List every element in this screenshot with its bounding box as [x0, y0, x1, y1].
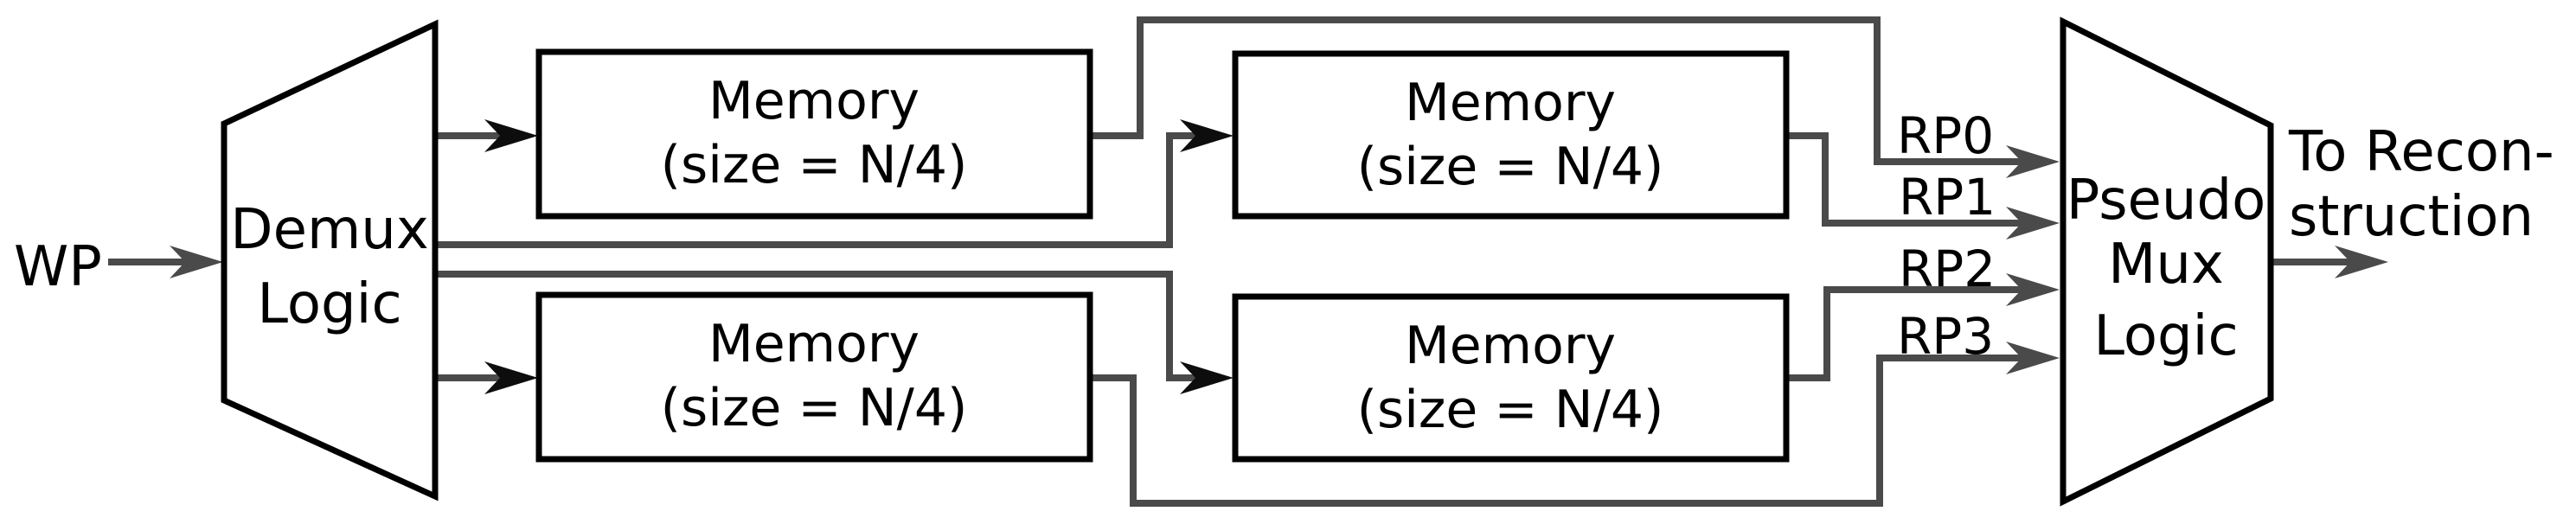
rp1-label: RP1 [1899, 168, 1996, 227]
memory-3-label-line-1: (size = N/4) [1357, 380, 1664, 440]
memory-1-label-line-0: Memory [1405, 73, 1616, 133]
wire-rp1 [1785, 132, 2030, 227]
wire-rp2 [1785, 286, 2030, 381]
wire-demux-out-0-arrowhead-icon [484, 119, 538, 152]
rp0-label: RP0 [1897, 106, 1994, 165]
memory-box-top-right [1232, 50, 1790, 220]
memory-2-label-line-1: (size = N/4) [661, 378, 968, 438]
mux-label-line-0: Pseudo [2067, 169, 2266, 233]
rp3-label: RP3 [1897, 307, 1994, 366]
memory-3-label-line-0: Memory [1405, 316, 1616, 376]
wire-rp3-arrowhead-icon [2006, 342, 2060, 374]
wire-rp1-arrowhead-icon [2006, 207, 2060, 240]
memory-box-top-left [535, 48, 1093, 220]
memory-0-label-line-0: Memory [708, 71, 920, 131]
demux-shape [221, 19, 439, 502]
mux-label-line-2: Logic [2093, 304, 2238, 368]
output-label-line-0: To Recon- [2288, 120, 2554, 184]
demux-label-line-1: Logic [257, 272, 401, 336]
memory-2-label-line-0: Memory [708, 314, 920, 374]
memory-box-bottom-left [535, 291, 1093, 463]
output-label-line-1: struction [2289, 185, 2534, 249]
wire-rp0-arrowhead-icon [2006, 145, 2060, 178]
memory-box-bottom-right [1232, 293, 1790, 463]
demux-label-line-0: Demux [230, 198, 428, 262]
memory-1-label-line-1: (size = N/4) [1357, 137, 1664, 197]
wp-input-label: WP [14, 235, 102, 299]
pseudo-mux-shape [2060, 16, 2274, 507]
wire-mux-output-arrowhead-icon [2335, 246, 2388, 278]
memory-0-label-line-1: (size = N/4) [661, 135, 968, 195]
wire-rp0 [1090, 16, 2030, 165]
wire-demux-out-1-arrowhead-icon [1180, 119, 1234, 152]
wire-demux-out-2-arrowhead-icon [1180, 361, 1234, 394]
wire-rp3 [1090, 355, 2030, 507]
wire-rp2-arrowhead-icon [2006, 273, 2060, 306]
wire-demux-out-2 [435, 271, 1202, 381]
mux-label-line-1: Mux [2108, 233, 2224, 297]
rp2-label: RP2 [1899, 240, 1996, 298]
wire-demux-out-3-arrowhead-icon [484, 361, 538, 394]
wire-demux-out-1 [435, 132, 1202, 248]
wire-wp-input-arrowhead-icon [170, 246, 223, 278]
